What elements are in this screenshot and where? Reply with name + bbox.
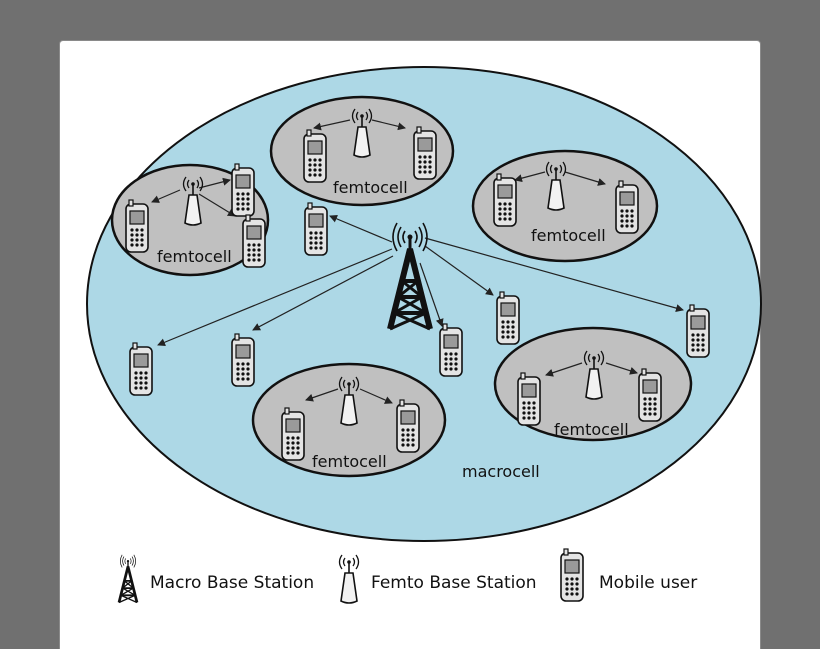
macro-links	[157, 215, 684, 347]
legend-mobile-label: Mobile user	[599, 573, 697, 593]
mobile-phone-icon	[281, 407, 305, 461]
mobile-phone-icon	[231, 163, 255, 217]
mobile-phone-icon	[560, 548, 584, 602]
mobile-phone-icon	[615, 180, 639, 234]
mobile-phone-icon	[493, 173, 517, 227]
mobile-phone-icon	[686, 304, 710, 358]
mobile-phone-icon	[517, 372, 541, 426]
legend-macro-label: Macro Base Station	[150, 573, 314, 593]
legend-femto-label: Femto Base Station	[371, 573, 537, 593]
mobile-phone-icon	[129, 342, 153, 396]
mobile-phone-icon	[439, 323, 463, 377]
mobile-phone-icon	[125, 199, 149, 253]
legend: Macro Base Station Femto Base Station Mo…	[117, 548, 697, 604]
femtocell-label: femtocell	[333, 178, 408, 197]
macrocell-label: macrocell	[462, 462, 540, 481]
mobile-phone-icon	[413, 126, 437, 180]
femtocell-label: femtocell	[157, 247, 232, 266]
femtocell-label: femtocell	[312, 452, 387, 471]
femtocell-label: femtocell	[531, 226, 606, 245]
mobile-phone-icon	[303, 129, 327, 183]
mobile-phone-icon	[231, 333, 255, 387]
femtocell-label: femtocell	[554, 420, 629, 439]
mobile-phone-icon	[242, 214, 266, 268]
mobile-phone-icon	[638, 368, 662, 422]
mobile-phone-icon	[304, 202, 328, 256]
femto-antenna-icon	[338, 554, 360, 604]
cell-tower-icon	[117, 553, 139, 604]
mobile-phone-icon	[396, 399, 420, 453]
mobile-phone-icon	[496, 291, 520, 345]
femto-links	[151, 119, 638, 404]
